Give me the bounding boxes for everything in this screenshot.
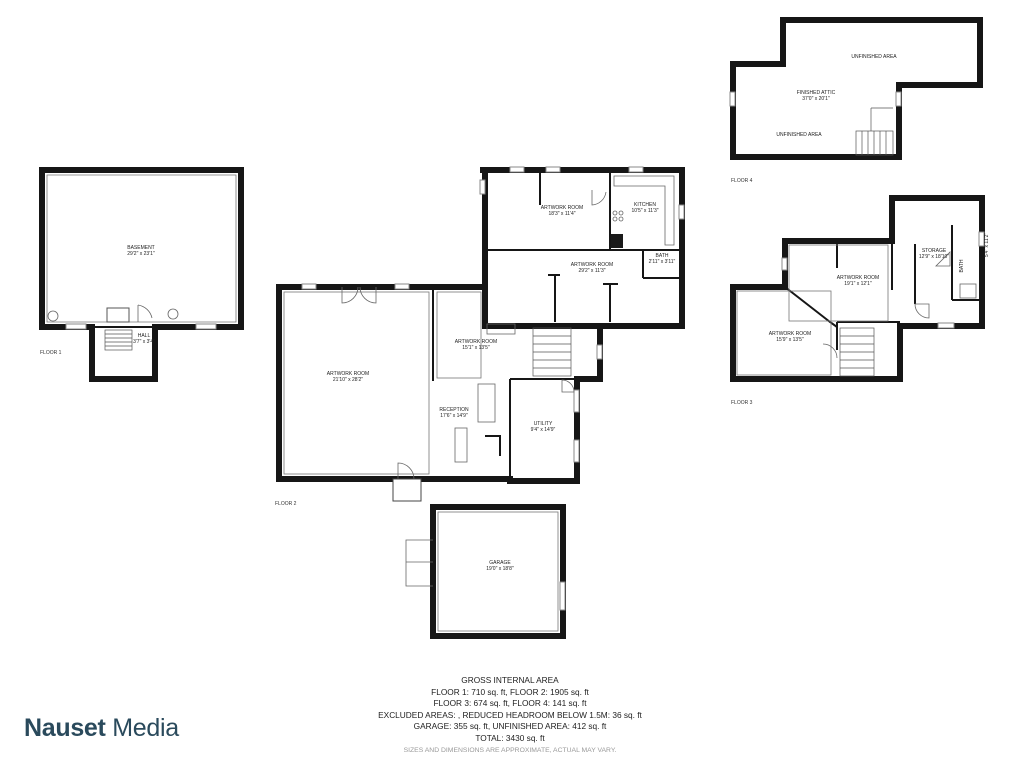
summary-line-5: TOTAL: 3430 sq. ft <box>475 732 545 743</box>
summary-title: GROSS INTERNAL AREA <box>461 675 559 685</box>
summary-line-1: FLOOR 1: 710 sq. ft, FLOOR 2: 1905 sq. f… <box>431 686 589 697</box>
floor1-plan: BASEMENT 29'2" x 23'1" HALL 3'7" x 3'4" … <box>39 167 244 382</box>
room-name-basement: BASEMENT <box>127 245 155 251</box>
floor3-plan: STORAGE 12'9" x 18'10" BATH 5'4" x 11'2"… <box>730 195 990 406</box>
floor4-label: FLOOR 4 <box>731 178 753 184</box>
room-size-kitchen: 10'5" x 11'3" <box>631 208 658 214</box>
floor2-label: FLOOR 2 <box>275 501 297 507</box>
summary-line-3: EXCLUDED AREAS: , REDUCED HEADROOM BELOW… <box>378 709 642 720</box>
room-name-attic: FINISHED ATTIC <box>797 90 836 96</box>
logo-light-text: Media <box>112 714 179 742</box>
room-name-reception: RECEPTION <box>439 407 469 413</box>
room-size-artwork-large: 21'10" x 28'2" <box>333 377 363 383</box>
logo-bold-text: Nauset <box>24 714 106 742</box>
summary-line-2: FLOOR 3: 674 sq. ft, FLOOR 4: 141 sq. ft <box>433 698 587 709</box>
unfinished-area-label-1: UNFINISHED AREA <box>851 54 897 60</box>
summary-disclaimer: SIZES AND DIMENSIONS ARE APPROXIMATE, AC… <box>403 746 617 754</box>
room-name-storage: STORAGE <box>922 248 947 254</box>
room-name-artwork-f3b: ARTWORK ROOM <box>769 331 811 337</box>
room-name-kitchen: KITCHEN <box>634 202 656 208</box>
room-size-attic: 37'0" x 20'1" <box>802 96 830 102</box>
room-name-hall: HALL <box>138 333 151 339</box>
room-name-artwork-mid: ARTWORK ROOM <box>571 262 613 268</box>
room-name-artwork-small: ARTWORK ROOM <box>455 339 497 345</box>
floor3-label: FLOOR 3 <box>731 400 753 406</box>
floor1-label: FLOOR 1 <box>40 350 62 356</box>
room-name-bath-f2: BATH <box>656 253 669 259</box>
room-size-utility: 9'4" x 14'9" <box>531 427 556 433</box>
room-size-artwork-small: 15'1" x 13'5" <box>462 345 490 351</box>
floor2-plan: ARTWORK ROOM 18'3" x 11'4" KITCHEN 10'5"… <box>275 166 685 639</box>
room-size-hall: 3'7" x 3'4" <box>133 339 155 345</box>
room-name-artwork-top: ARTWORK ROOM <box>541 205 583 211</box>
room-name-garage: GARAGE <box>489 560 511 566</box>
unfinished-area-label-2: UNFINISHED AREA <box>776 132 822 138</box>
room-name-utility: UTILITY <box>534 421 553 427</box>
room-size-artwork-top: 18'3" x 11'4" <box>548 211 575 217</box>
room-size-garage: 19'0" x 18'8" <box>486 566 514 572</box>
room-size-bath-f3: 5'4" x 11'2" <box>984 233 990 257</box>
room-size-artwork-mid: 29'2" x 11'3" <box>578 268 605 274</box>
company-logo: Nauset Media <box>24 714 179 743</box>
room-name-bath-f3: BATH <box>959 259 965 272</box>
summary-line-4: GARAGE: 355 sq. ft, UNFINISHED AREA: 412… <box>413 721 607 732</box>
room-size-reception: 17'6" x 14'9" <box>440 413 468 419</box>
floor4-plan: UNFINISHED AREA FINISHED ATTIC 37'0" x 2… <box>729 17 983 184</box>
room-size-artwork-f3a: 19'1" x 12'1" <box>844 281 872 287</box>
room-size-basement: 29'2" x 23'1" <box>127 251 155 257</box>
room-size-bath-f2: 2'11" x 3'11" <box>649 259 676 265</box>
room-name-artwork-large: ARTWORK ROOM <box>327 371 369 377</box>
room-size-storage: 12'9" x 18'10" <box>919 254 949 260</box>
area-summary: GROSS INTERNAL AREA FLOOR 1: 710 sq. ft,… <box>330 675 690 756</box>
room-name-artwork-f3a: ARTWORK ROOM <box>837 275 879 281</box>
room-size-artwork-f3b: 15'9" x 13'5" <box>776 337 804 343</box>
